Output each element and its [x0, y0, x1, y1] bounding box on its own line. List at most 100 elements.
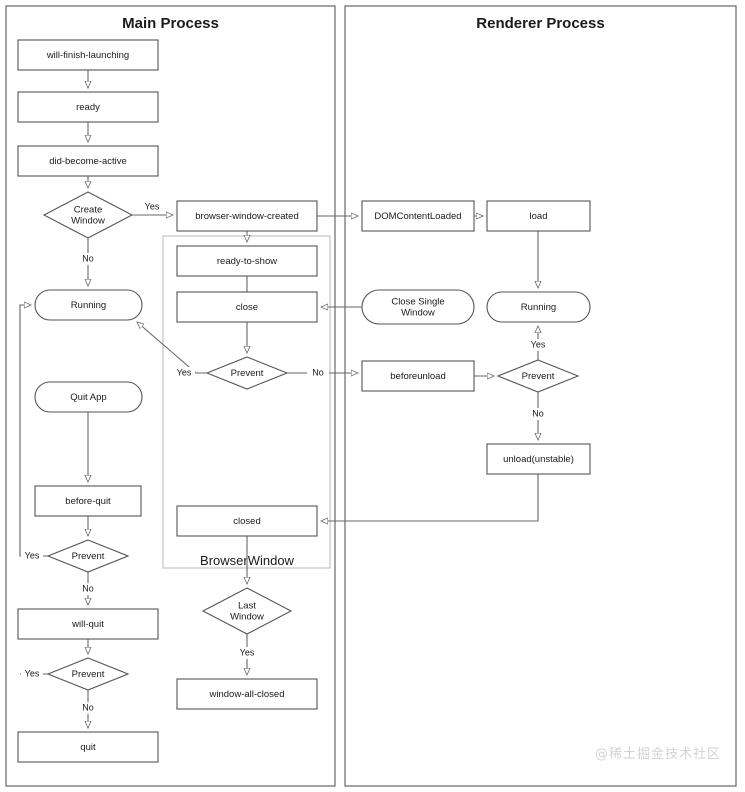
node-label-unload-unstable: unload(unstable) [503, 454, 574, 465]
node-shape-quit [17, 731, 159, 763]
node-label-will-finish-launching: will-finish-launching [46, 50, 129, 61]
node-beforeunload[interactable]: beforeunload [361, 360, 475, 392]
node-shape-domcontentloaded [361, 200, 475, 232]
node-prevent-close[interactable]: Prevent [205, 356, 289, 390]
node-close[interactable]: close [176, 291, 318, 323]
node-shape-load [486, 200, 591, 232]
edge-e-prevent-close-yes: Yes [137, 322, 207, 379]
node-prevent-before-quit[interactable]: Prevent [46, 539, 130, 573]
node-shape-before-quit [34, 485, 142, 517]
node-shape-quit-app [34, 381, 143, 413]
node-quit[interactable]: quit [17, 731, 159, 763]
node-label-prevent-before-quit: Prevent [72, 551, 105, 562]
edge-label-e-prevent-wq-no: No [82, 702, 94, 712]
node-did-become-active[interactable]: did-become-active [17, 145, 159, 177]
edge-label-e-lastwindow-yes: Yes [240, 647, 255, 657]
node-label-will-quit: will-quit [71, 619, 104, 630]
node-running-main[interactable]: Running [34, 289, 143, 321]
edge-e-prevent-bu-no: No [527, 392, 549, 440]
swimlane-border-renderer [344, 5, 737, 787]
node-shape-will-finish-launching [17, 39, 159, 71]
edge-label-e-create-no: No [82, 253, 94, 263]
node-unload-unstable[interactable]: unload(unstable) [486, 443, 591, 475]
node-shape-running-main [34, 289, 143, 321]
edge-label-e-create-yes: Yes [145, 201, 160, 211]
edge-e-create-yes: Yes [132, 201, 173, 215]
node-ready[interactable]: ready [17, 91, 159, 123]
node-label-prevent-beforeunload: Prevent [522, 371, 555, 382]
edge-e-unload-closed [321, 474, 539, 521]
node-shape-close-single-window [361, 289, 475, 325]
swimlane-renderer: Renderer Process [344, 5, 737, 787]
node-label-domcontentloaded: DOMContentLoaded [374, 211, 461, 222]
edge-label-bg-e-prevent-bq-no [77, 583, 99, 595]
node-label-closed: closed [233, 516, 260, 527]
edge-path-e-unload-closed [321, 474, 539, 521]
node-closed[interactable]: closed [176, 505, 318, 537]
edge-label-e-prevent-bq-no: No [82, 583, 94, 593]
node-shape-close [176, 291, 318, 323]
node-label-quit: quit [80, 742, 96, 753]
node-domcontentloaded[interactable]: DOMContentLoaded [361, 200, 475, 232]
edge-e-prevent-bq-yes: Yes [19, 305, 48, 562]
node-shape-beforeunload [361, 360, 475, 392]
nodes: will-finish-launching ready did-become-act… [17, 39, 591, 763]
edge-e-prevent-wq-yes: Yes [20, 668, 48, 680]
node-load[interactable]: load [486, 200, 591, 232]
node-label-ready-to-show: ready-to-show [217, 256, 277, 267]
edge-e-lastwindow-yes: Yes [236, 634, 258, 675]
node-shape-create-window [42, 191, 134, 239]
node-prevent-will-quit[interactable]: Prevent [46, 657, 130, 691]
node-quit-app[interactable]: Quit App [34, 381, 143, 413]
node-shape-prevent-close [205, 356, 289, 390]
swimlanes: Main Process Renderer Process [5, 5, 737, 787]
node-label-did-become-active: did-become-active [49, 156, 127, 167]
node-label-load: load [530, 211, 548, 222]
swimlane-title-renderer: Renderer Process [476, 15, 604, 32]
edge-label-bg-e-create-yes [141, 201, 163, 213]
node-shape-closed [176, 505, 318, 537]
edge-e-prevent-close-no: No [287, 367, 358, 379]
node-shape-prevent-before-quit [46, 539, 130, 573]
node-label-window-all-closed: window-all-closed [209, 689, 285, 700]
node-ready-to-show[interactable]: ready-to-show [176, 245, 318, 277]
node-shape-prevent-beforeunload [496, 359, 580, 393]
node-shape-unload-unstable [486, 443, 591, 475]
edge-label-bg-e-prevent-bu-no [527, 408, 549, 420]
node-before-quit[interactable]: before-quit [34, 485, 142, 517]
node-shape-ready [17, 91, 159, 123]
edge-e-prevent-wq-no: No [77, 690, 99, 728]
node-prevent-beforeunload[interactable]: Prevent [496, 359, 580, 393]
node-will-quit[interactable]: will-quit [17, 608, 159, 640]
edge-e-create-no: No [77, 238, 99, 286]
edge-label-bg-e-prevent-wq-yes [21, 668, 43, 680]
edge-label-bg-e-prevent-bq-yes [21, 550, 43, 562]
edge-e-running-r-prevent: Yes [527, 326, 549, 360]
node-label-running-main: Running [71, 300, 106, 311]
edge-label-bg-e-prevent-close-no [307, 367, 329, 379]
node-window-all-closed[interactable]: window-all-closed [176, 678, 318, 710]
node-label-beforeunload: beforeunload [390, 371, 445, 382]
edge-label-bg-e-create-no [77, 253, 99, 265]
node-running-renderer[interactable]: Running [486, 291, 591, 323]
node-browser-window-created[interactable]: browser-window-created [176, 200, 318, 232]
edge-label-e-prevent-close-yes: Yes [177, 367, 192, 377]
node-shape-running-renderer [486, 291, 591, 323]
watermark: @稀土掘金技术社区 [594, 747, 721, 762]
edge-label-bg-e-prevent-wq-no [77, 702, 99, 714]
node-shape-window-all-closed [176, 678, 318, 710]
edge-label-e-prevent-close-no: No [312, 367, 324, 377]
node-shape-ready-to-show [176, 245, 318, 277]
node-will-finish-launching[interactable]: will-finish-launching [17, 39, 159, 71]
node-label-close: close [236, 302, 258, 313]
swimlane-title-main: Main Process [122, 15, 219, 32]
edge-label-e-prevent-bu-no: No [532, 408, 544, 418]
node-shape-will-quit [17, 608, 159, 640]
